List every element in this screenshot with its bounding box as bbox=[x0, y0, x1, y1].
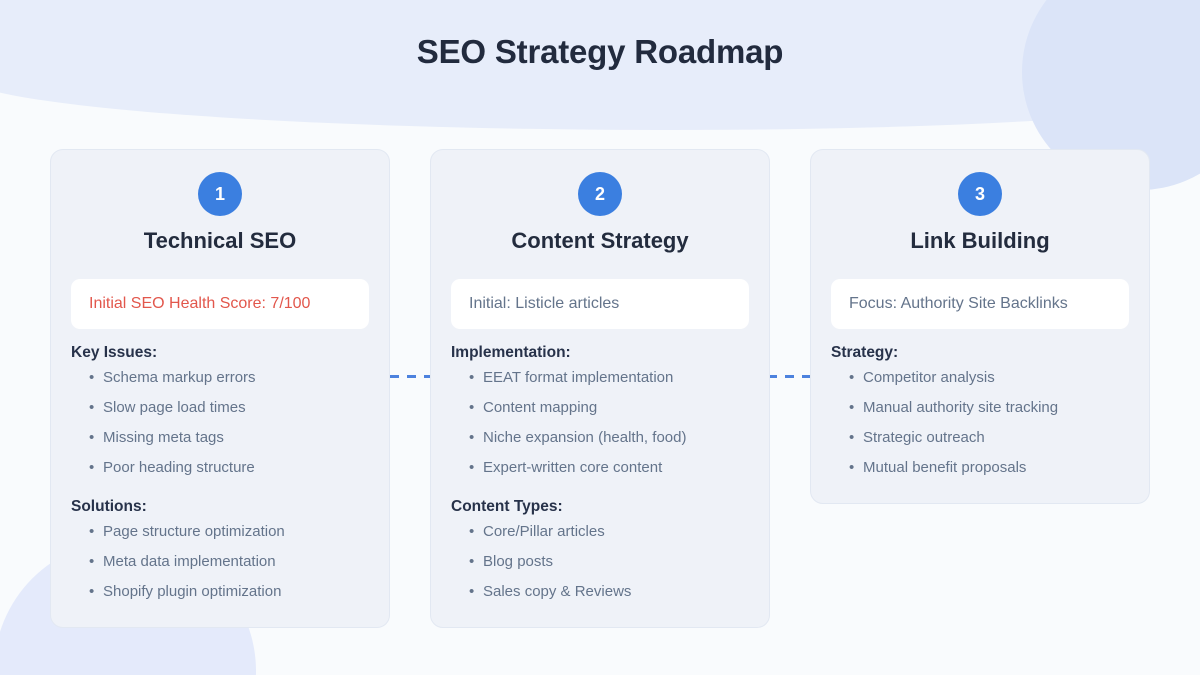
page-title: SEO Strategy Roadmap bbox=[416, 33, 784, 70]
section-heading: Implementation: bbox=[451, 344, 571, 361]
card-title: Technical SEO bbox=[143, 228, 297, 253]
step-number-badge: 2 bbox=[578, 172, 622, 216]
list-item: Content mapping bbox=[467, 393, 749, 423]
list-item: Strategic outreach bbox=[847, 423, 1129, 453]
list-item: Sales copy & Reviews bbox=[467, 577, 749, 607]
section-heading: Content Types: bbox=[451, 498, 563, 515]
section-bullet-list: Core/Pillar articlesBlog postsSales copy… bbox=[451, 517, 749, 607]
list-item: Meta data implementation bbox=[87, 547, 369, 577]
section-bullet-list: Page structure optimizationMeta data imp… bbox=[71, 517, 369, 607]
list-item: Expert-written core content bbox=[467, 453, 749, 483]
list-item: Blog posts bbox=[467, 547, 749, 577]
list-item: EEAT format implementation bbox=[467, 363, 749, 393]
list-item: Poor heading structure bbox=[87, 453, 369, 483]
section-heading: Key Issues: bbox=[71, 344, 158, 361]
card-title: Content Strategy bbox=[511, 228, 689, 253]
card-info-box: Initial: Listicle articles bbox=[451, 279, 749, 329]
list-item: Slow page load times bbox=[87, 393, 369, 423]
card-info-box: Focus: Authority Site Backlinks bbox=[831, 279, 1129, 329]
card-info-box: Initial SEO Health Score: 7/100 bbox=[71, 279, 369, 329]
list-item: Core/Pillar articles bbox=[467, 517, 749, 547]
list-item: Missing meta tags bbox=[87, 423, 369, 453]
card-title: Link Building bbox=[910, 228, 1050, 253]
list-item: Schema markup errors bbox=[87, 363, 369, 393]
section-bullet-list: Schema markup errorsSlow page load times… bbox=[71, 363, 369, 483]
section-bullet-list: Competitor analysisManual authority site… bbox=[831, 363, 1129, 483]
connector-line-card1-card2 bbox=[390, 375, 434, 378]
connector-line-card2-card3 bbox=[768, 375, 812, 378]
list-item: Page structure optimization bbox=[87, 517, 369, 547]
section-heading: Strategy: bbox=[831, 344, 899, 361]
list-item: Shopify plugin optimization bbox=[87, 577, 369, 607]
list-item: Manual authority site tracking bbox=[847, 393, 1129, 423]
section-bullet-list: EEAT format implementationContent mappin… bbox=[451, 363, 749, 483]
step-number-badge: 1 bbox=[198, 172, 242, 216]
list-item: Competitor analysis bbox=[847, 363, 1129, 393]
list-item: Niche expansion (health, food) bbox=[467, 423, 749, 453]
step-number-badge: 3 bbox=[958, 172, 1002, 216]
section-heading: Solutions: bbox=[71, 498, 147, 515]
list-item: Mutual benefit proposals bbox=[847, 453, 1129, 483]
